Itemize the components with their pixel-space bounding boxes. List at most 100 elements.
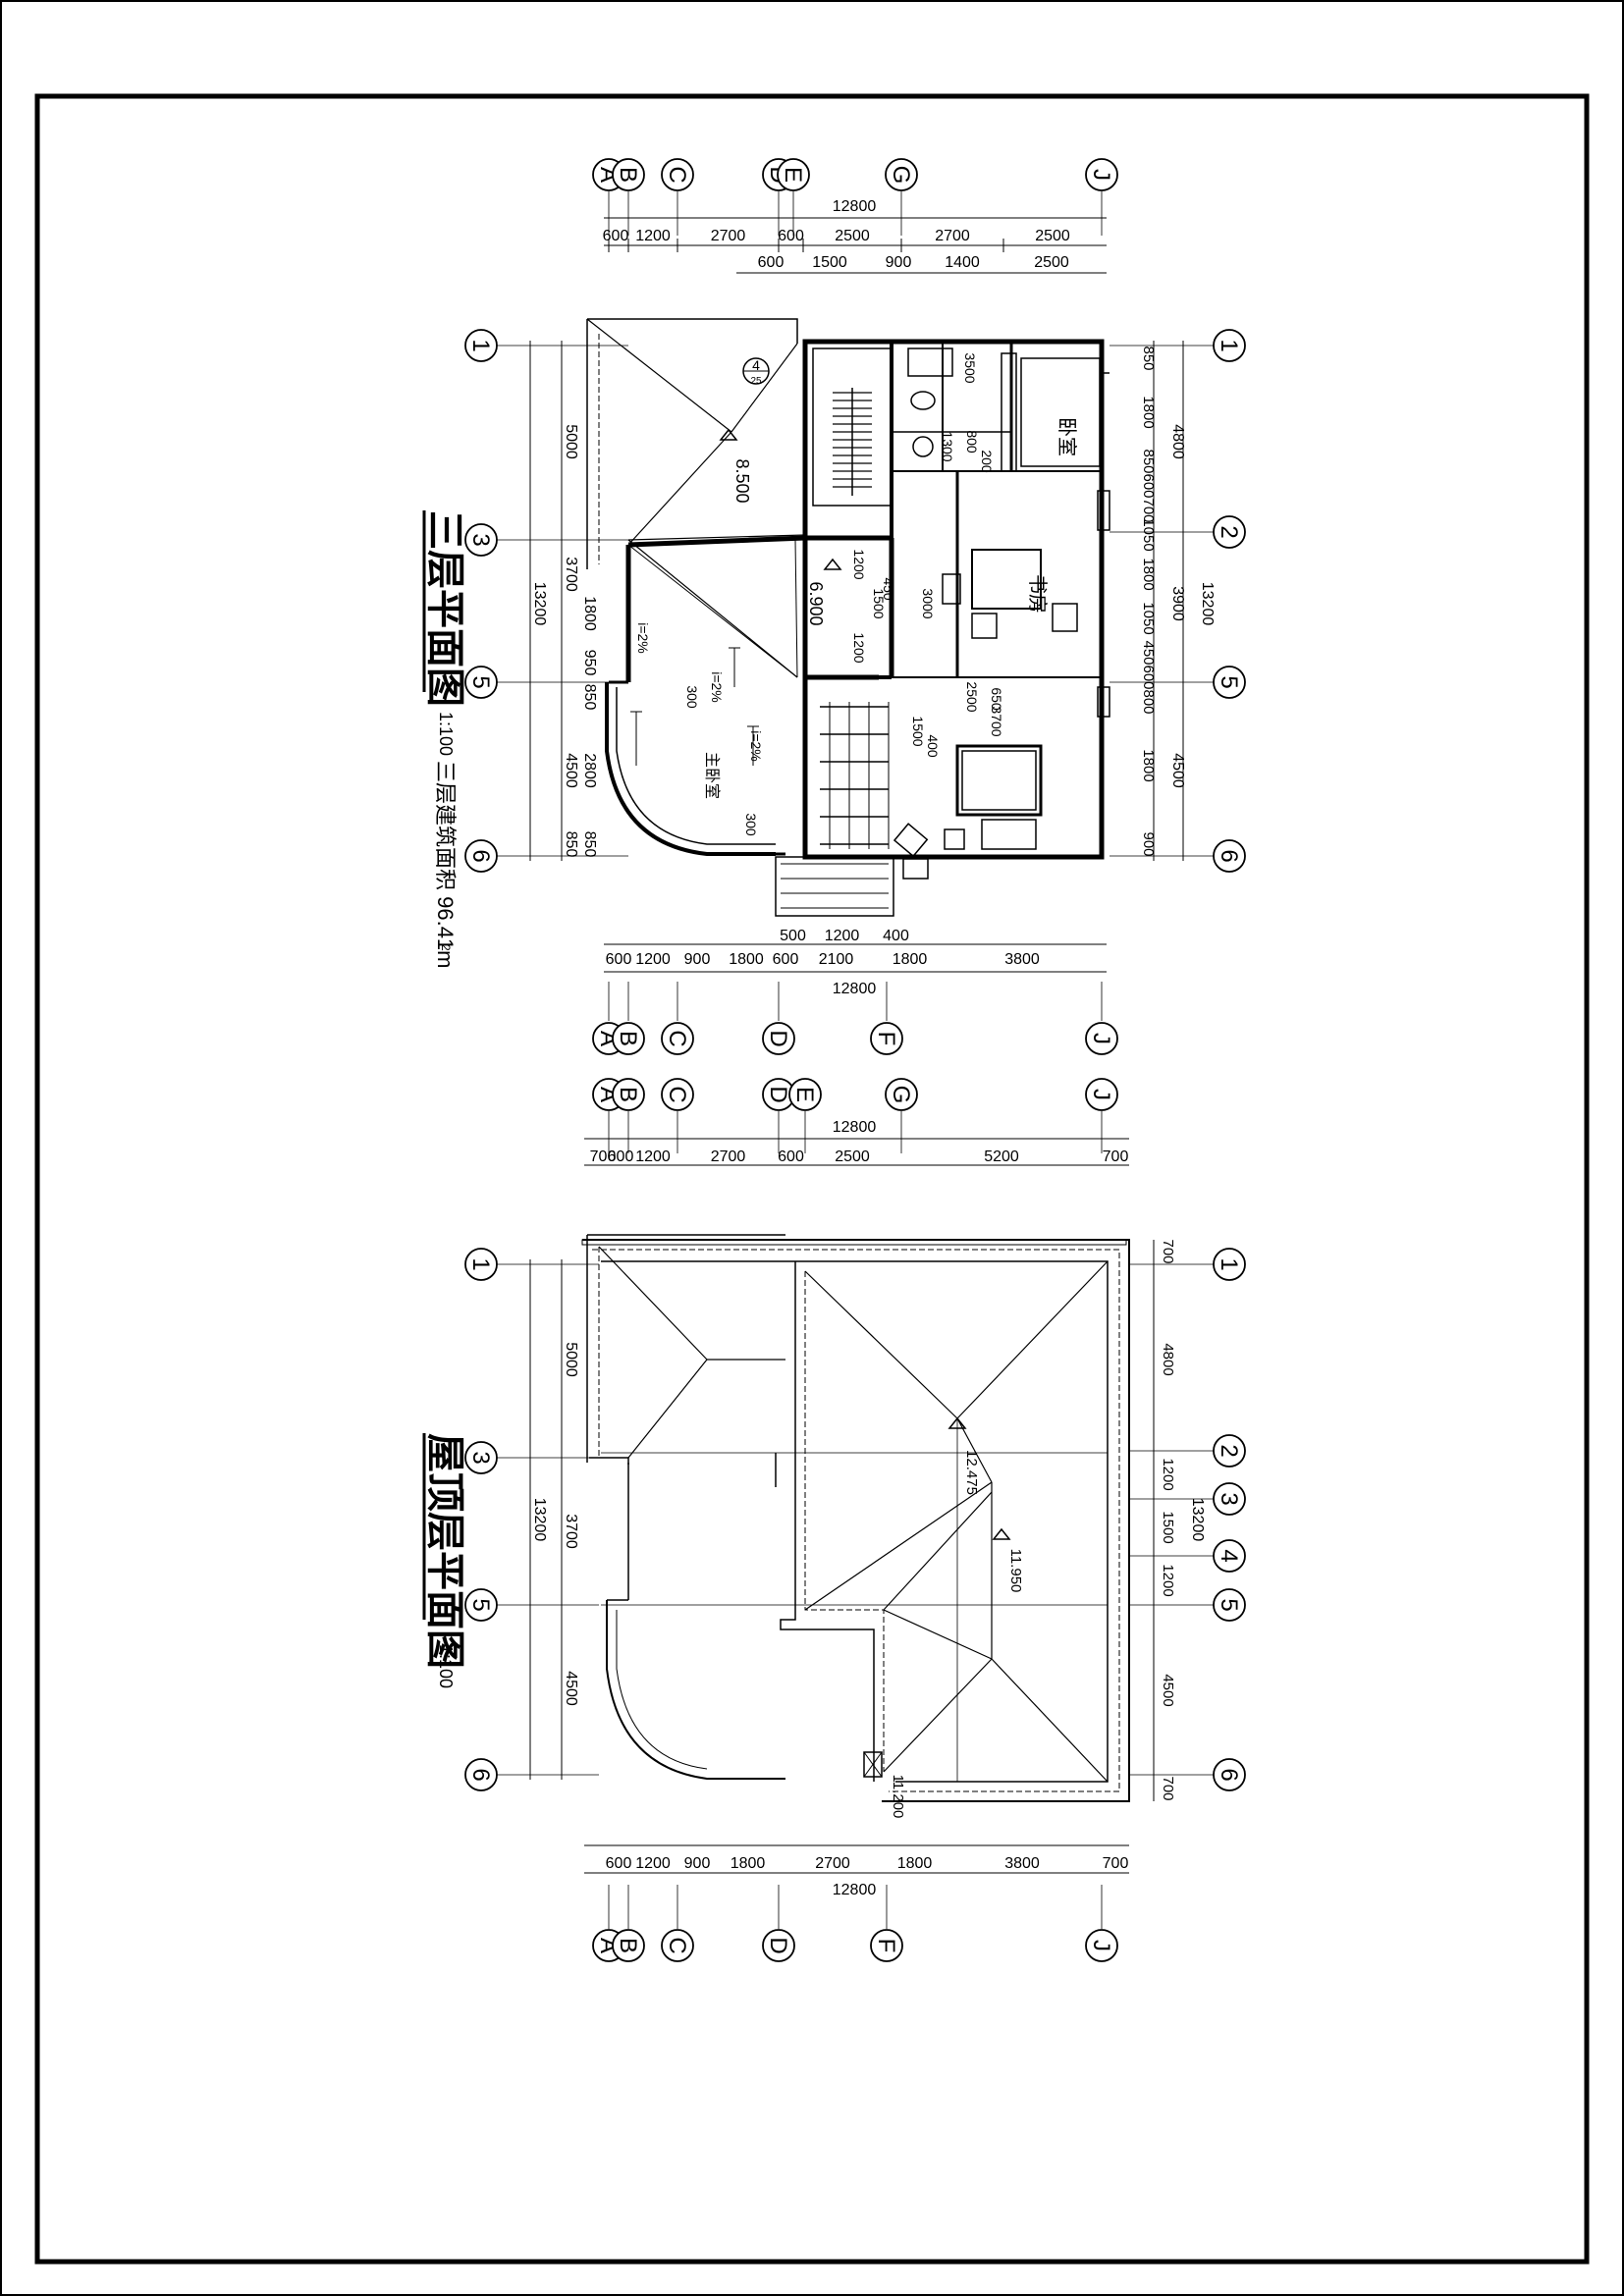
dim-value: 4500 bbox=[563, 753, 579, 788]
grid-bubble-bottom: D bbox=[762, 1929, 795, 1962]
dim-value: 2500 bbox=[835, 1148, 870, 1165]
grid-bubble-left: 5 bbox=[464, 1588, 498, 1622]
grid-bubble-left: 3 bbox=[464, 523, 498, 557]
grid-label: D bbox=[765, 1937, 791, 1953]
annotation: 450 bbox=[881, 577, 896, 601]
section-marker-sub: 25 bbox=[750, 376, 762, 387]
dim-value: 2700 bbox=[711, 1148, 746, 1165]
grid-bubble-right: 4 bbox=[1213, 1539, 1246, 1573]
dim-value: 600 bbox=[603, 228, 629, 244]
grid-label: 6 bbox=[467, 849, 494, 862]
grid-bubble-left: 5 bbox=[464, 666, 498, 699]
annotation: 1500 bbox=[871, 588, 887, 618]
dim-value: 1200 bbox=[635, 228, 671, 244]
plan-annotations: 卧室书房主卧室8.5006.900i=2%i=2%i=2%30030012001… bbox=[635, 352, 1078, 835]
grid-label: J bbox=[1088, 1089, 1114, 1100]
dim-value: 2500 bbox=[835, 228, 870, 244]
grid-label: 1 bbox=[1216, 1257, 1242, 1270]
dim-value: 1800 bbox=[897, 1855, 933, 1872]
grid-numbers-left: 1 3 5 6 bbox=[464, 329, 628, 873]
dim-value: 900 bbox=[684, 1855, 711, 1872]
grid-label: J bbox=[1088, 169, 1114, 181]
plan-scale: 1:100 bbox=[436, 1644, 456, 1688]
grid-bubble-left: 3 bbox=[464, 1441, 498, 1474]
grid-bubble-right: 2 bbox=[1213, 515, 1246, 549]
overall-dim-top: 12800 bbox=[833, 1119, 877, 1136]
grid-bubble-left: 1 bbox=[464, 1248, 498, 1281]
dim-value: 700 bbox=[1160, 1239, 1176, 1263]
overall-dim-bottom: 12800 bbox=[833, 1882, 877, 1898]
grid-bubble-top: G bbox=[885, 1078, 918, 1111]
dim-value: 4500 bbox=[563, 1671, 579, 1706]
grid-label: 5 bbox=[467, 675, 494, 688]
grid-label: C bbox=[664, 1937, 690, 1953]
overall-dim-left: 13200 bbox=[531, 582, 548, 626]
grid-label: D bbox=[765, 1030, 791, 1046]
dim-value: 600 bbox=[606, 951, 632, 968]
dim-value: 1800 bbox=[581, 596, 598, 631]
dim-value: 4500 bbox=[1160, 1674, 1176, 1706]
dim-value: 1050 bbox=[1140, 602, 1157, 634]
annotation: 1500 bbox=[910, 716, 926, 746]
grid-label: D bbox=[765, 1086, 791, 1102]
roof-title-block: 屋顶层平面图 1:100 bbox=[422, 1433, 466, 1688]
area-superscript: 2 bbox=[439, 944, 453, 951]
grid-label: 6 bbox=[1216, 849, 1242, 862]
grid-bubble-top: J bbox=[1085, 1078, 1118, 1111]
dim-value: 1200 bbox=[1160, 1564, 1176, 1596]
grid-label: B bbox=[615, 1031, 641, 1046]
grid-bubble-right: 5 bbox=[1213, 1588, 1246, 1622]
annotation: 300 bbox=[743, 813, 759, 836]
overall-dim-right: 13200 bbox=[1189, 1498, 1206, 1542]
dim-value: 2500 bbox=[1034, 254, 1069, 271]
dim-value: 4500 bbox=[1169, 753, 1186, 788]
dim-value: 850 bbox=[563, 831, 579, 858]
grid-bubble-bottom: F bbox=[870, 1929, 903, 1962]
grid-label: B bbox=[615, 1938, 641, 1953]
annotation: 6.900 bbox=[806, 581, 826, 625]
dim-value: 600 bbox=[773, 951, 799, 968]
dim-value: 600 bbox=[778, 1148, 804, 1165]
dim-value: 1200 bbox=[635, 1148, 671, 1165]
grid-label: F bbox=[873, 1939, 899, 1953]
dim-value: 2100 bbox=[819, 951, 854, 968]
grid-label: 1 bbox=[467, 339, 494, 351]
grid-bubble-top: E bbox=[777, 158, 810, 191]
dim-value: 850 bbox=[1140, 449, 1157, 473]
dim-value: 800 bbox=[1140, 689, 1157, 714]
dim-value: 4800 bbox=[1169, 424, 1186, 459]
dim-value: 1800 bbox=[1140, 558, 1157, 590]
dim-value: 3900 bbox=[1169, 586, 1186, 621]
annotation: 1200 bbox=[851, 632, 867, 663]
annotation: 1300 bbox=[940, 431, 955, 461]
grid-bubble-right: 2 bbox=[1213, 1434, 1246, 1468]
grid-label: E bbox=[791, 1087, 818, 1102]
grid-label: 6 bbox=[467, 1768, 494, 1781]
grid-label: B bbox=[615, 1087, 641, 1102]
dim-value: 400 bbox=[883, 928, 909, 944]
grid-bubble-right: 6 bbox=[1213, 839, 1246, 873]
annotation: 650 bbox=[989, 687, 1004, 711]
area-note: 三层建筑面积 96.41m bbox=[433, 761, 458, 969]
dim-value: 3700 bbox=[563, 557, 579, 592]
annotation: 3000 bbox=[920, 588, 936, 618]
dim-value: 700 bbox=[1140, 498, 1157, 522]
grid-bubble-top: B bbox=[612, 158, 645, 191]
dim-value: 4800 bbox=[1160, 1343, 1176, 1375]
dim-value: 950 bbox=[581, 650, 598, 676]
dim-value: 600 bbox=[1140, 665, 1157, 689]
grid-label: J bbox=[1088, 1033, 1114, 1044]
annotation: i=2% bbox=[635, 622, 651, 654]
grid-bubble-right: 5 bbox=[1213, 666, 1246, 699]
grid-bubble-top: B bbox=[612, 1078, 645, 1111]
grid-label: 5 bbox=[1216, 1598, 1242, 1611]
grid-bubble-right: 1 bbox=[1213, 1248, 1246, 1281]
annotation: 800 bbox=[964, 430, 980, 454]
dim-value: 1400 bbox=[945, 254, 980, 271]
